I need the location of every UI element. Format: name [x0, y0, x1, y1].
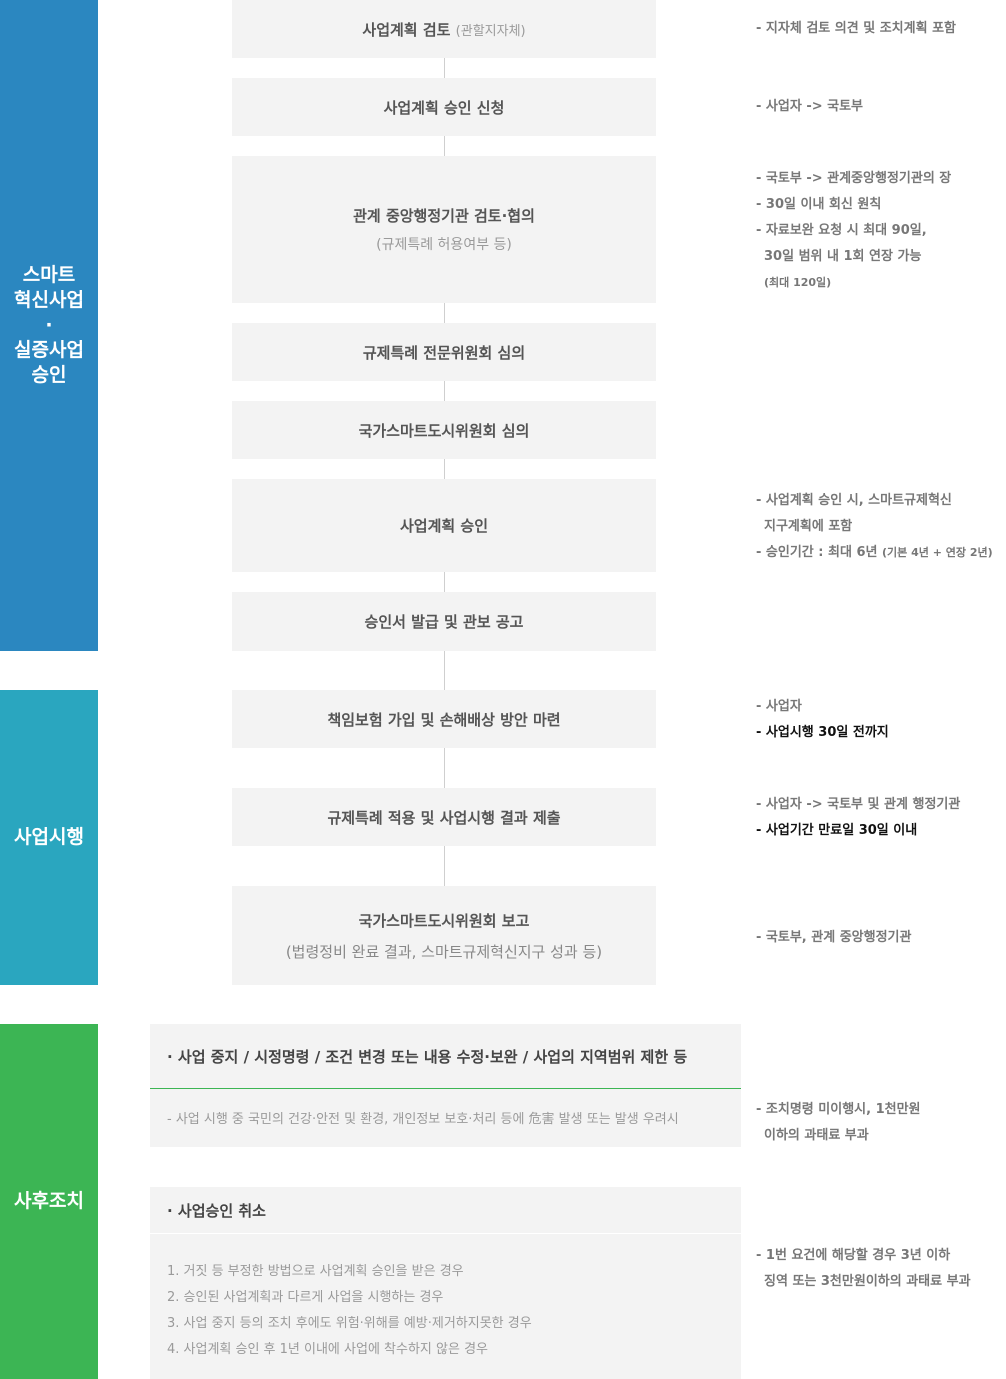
notes-plan-review: - 지자체 검토 의견 및 조치계획 포함 — [756, 16, 1006, 42]
note-line: - 사업자 -> 국토부 — [756, 99, 864, 114]
step-committee-report: 국가스마트도시위원회 보고 (법령정비 완료 결과, 스마트규제혁신지구 성과 … — [232, 886, 656, 985]
notes-plan-approval: - 사업계획 승인 시, 스마트규제혁신 지구계획에 포함 - 승인기간 : 최… — [756, 488, 1006, 566]
step-subtitle: (관할지자체) — [455, 23, 526, 39]
note-line: - 사업계획 승인 시, 스마트규제혁신 — [756, 493, 952, 508]
followup-measures-head: · 사업 중지 / 시정명령 / 조건 변경 또는 내용 수정·보완 / 사업의… — [167, 1047, 688, 1066]
step-title: 규제특례 전문위원회 심의 — [362, 343, 526, 362]
phase-approval-line: 실증사업 — [14, 339, 84, 361]
step-title: 국가스마트도시위원회 심의 — [358, 421, 530, 440]
step-title: 승인서 발급 및 관보 공고 — [364, 613, 524, 631]
followup-body-line: - 사업 시행 중 국민의 건강·안전 및 환경, 개인정보 보호·처리 등에 … — [167, 1112, 679, 1127]
note-line: (최대 120일) — [764, 276, 832, 289]
followup-cancel-body: 1. 거짓 등 부정한 방법으로 사업계획 승인을 받은 경우 2. 승인된 사… — [150, 1233, 741, 1363]
note-line: - 사업자 — [756, 699, 802, 714]
note-line: - 국토부, 관계 중앙행정기관 — [756, 930, 912, 945]
step-gazette-notice: 승인서 발급 및 관보 공고 — [232, 592, 656, 651]
step-title: 사업계획 승인 신청 — [383, 98, 505, 117]
step-title: 국가스마트도시위원회 보고 — [358, 911, 530, 930]
step-title: 규제특례 적용 및 사업시행 결과 제출 — [327, 808, 561, 827]
followup-body-line: 1. 거짓 등 부정한 방법으로 사업계획 승인을 받은 경우 — [167, 1264, 464, 1279]
followup-body-line: 4. 사업계획 승인 후 1년 이내에 사업에 착수하지 않은 경우 — [167, 1342, 488, 1357]
phase-approval-line: 승인 — [31, 364, 67, 386]
step-plan-review: 사업계획 검토 (관할지자체) — [232, 0, 656, 58]
note-line: 이하의 과태료 부과 — [764, 1128, 869, 1143]
phase-approval-label: 스마트 혁신사업 · 실증사업 승인 — [0, 0, 98, 651]
note-line: - 사업기간 만료일 30일 이내 — [756, 823, 918, 838]
notes-agency-consultation: - 국토부 -> 관계중앙행정기관의 장 - 30일 이내 회신 원칙 - 자료… — [756, 166, 1006, 296]
flow-connector — [444, 58, 445, 78]
note-line-small: (기본 4년 + 연장 2년) — [882, 546, 993, 559]
flow-connector — [444, 846, 445, 886]
phase-approval-line: 스마트 — [22, 264, 76, 286]
step-national-committee: 국가스마트도시위원회 심의 — [232, 401, 656, 459]
note-line: - 국토부 -> 관계중앙행정기관의 장 — [756, 171, 952, 186]
step-plan-approval: 사업계획 승인 — [232, 479, 656, 572]
note-line: - 승인기간 : 최대 6년 — [756, 545, 878, 560]
note-line: - 자료보완 요청 시 최대 90일, — [756, 223, 927, 238]
followup-measures-body: - 사업 시행 중 국민의 건강·안전 및 환경, 개인정보 보호·처리 등에 … — [150, 1089, 741, 1127]
flow-connector — [444, 459, 445, 479]
phase-approval-line: 혁신사업 — [14, 289, 84, 311]
note-line: - 사업시행 30일 전까지 — [756, 725, 889, 740]
note-line: - 1번 요건에 해당할 경우 3년 이하 — [756, 1248, 951, 1263]
flow-connector — [444, 572, 445, 592]
flow-connector — [444, 303, 445, 323]
flow-connector — [444, 136, 445, 156]
followup-cancel-divider-strip — [150, 1233, 741, 1234]
note-line: - 지자체 검토 의견 및 조치계획 포함 — [756, 21, 956, 36]
phase-followup-label: 사후조치 — [0, 1024, 98, 1379]
step-title: 책임보험 가입 및 손해배상 방안 마련 — [327, 710, 561, 729]
note-line: - 조치명령 미이행시, 1천만원 — [756, 1102, 921, 1117]
step-approval-application: 사업계획 승인 신청 — [232, 78, 656, 136]
divider — [150, 1088, 741, 1089]
notes-approval-application: - 사업자 -> 국토부 — [756, 94, 1006, 120]
note-line: - 사업자 -> 국토부 및 관계 행정기관 — [756, 797, 961, 812]
notes-followup-cancel: - 1번 요건에 해당할 경우 3년 이하 징역 또는 3천만원이하의 과태료 … — [756, 1243, 1006, 1295]
phase-followup-line: 사후조치 — [14, 1190, 84, 1212]
notes-result-submission: - 사업자 -> 국토부 및 관계 행정기관 - 사업기간 만료일 30일 이내 — [756, 792, 1006, 844]
followup-measures-box: · 사업 중지 / 시정명령 / 조건 변경 또는 내용 수정·보완 / 사업의… — [150, 1024, 741, 1147]
step-liability-insurance: 책임보험 가입 및 손해배상 방안 마련 — [232, 690, 656, 748]
step-expert-committee: 규제특례 전문위원회 심의 — [232, 323, 656, 381]
note-line: 30일 범위 내 1회 연장 가능 — [764, 249, 922, 264]
step-title: 사업계획 검토 — [362, 20, 451, 39]
phase-execution-label: 사업시행 — [0, 690, 98, 985]
followup-cancel-head: · 사업승인 취소 — [167, 1201, 266, 1220]
note-line: - 30일 이내 회신 원칙 — [756, 197, 882, 212]
note-line: 지구계획에 포함 — [764, 519, 853, 534]
step-agency-consultation: 관계 중앙행정기관 검토·협의 (규제특례 허용여부 등) — [232, 156, 656, 303]
note-line: 징역 또는 3천만원이하의 과태료 부과 — [764, 1274, 971, 1289]
step-title: 관계 중앙행정기관 검토·협의 — [353, 207, 535, 225]
notes-liability-insurance: - 사업자 - 사업시행 30일 전까지 — [756, 694, 1006, 746]
notes-followup-measures: - 조치명령 미이행시, 1천만원 이하의 과태료 부과 — [756, 1097, 1006, 1149]
phase-execution-line: 사업시행 — [14, 826, 84, 848]
phase-approval-line: · — [45, 314, 53, 336]
flow-connector — [444, 748, 445, 788]
step-title: 사업계획 승인 — [399, 517, 489, 535]
step-result-submission: 규제특례 적용 및 사업시행 결과 제출 — [232, 788, 656, 846]
step-subtitle: (법령정비 완료 결과, 스마트규제혁신지구 성과 등) — [285, 942, 603, 961]
followup-cancel-box: · 사업승인 취소 1. 거짓 등 부정한 방법으로 사업계획 승인을 받은 경… — [150, 1187, 741, 1379]
followup-body-line: 2. 승인된 사업계획과 다르게 사업을 시행하는 경우 — [167, 1290, 444, 1305]
step-subtitle: (규제특례 허용여부 등) — [376, 237, 512, 253]
flow-connector — [444, 651, 445, 690]
followup-body-line: 3. 사업 중지 등의 조치 후에도 위험·위해를 예방·제거하지못한 경우 — [167, 1316, 532, 1331]
flow-connector — [444, 381, 445, 401]
notes-committee-report: - 국토부, 관계 중앙행정기관 — [756, 925, 1006, 951]
